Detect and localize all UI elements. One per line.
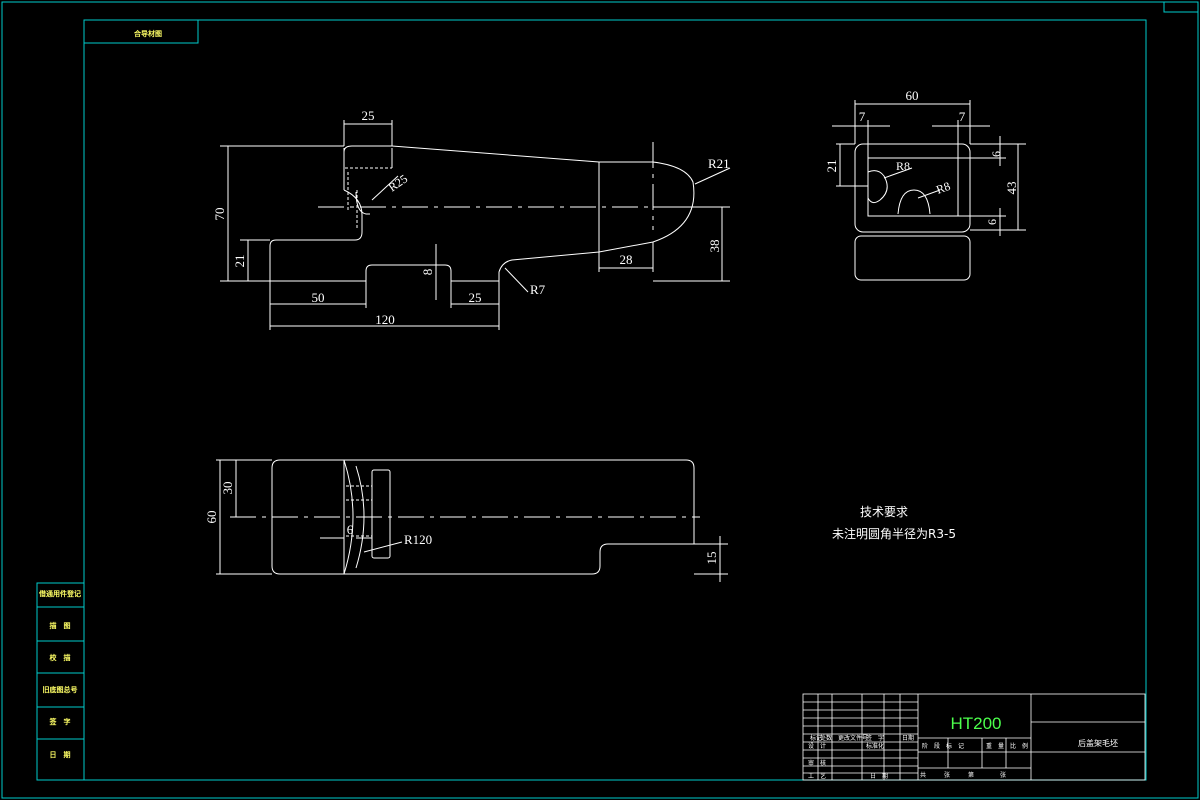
corner-tag-text: 合导材图 xyxy=(133,29,162,38)
left-strip-row-3: 校 描 xyxy=(50,653,71,662)
inner-border xyxy=(83,19,1147,781)
dim-side-inset-left: 7 xyxy=(859,109,866,124)
dim-side-height-21: 21 xyxy=(824,160,839,173)
dim-top-width-60: 60 xyxy=(204,511,219,524)
tb-sheet-total: 共 xyxy=(920,771,926,779)
dim-top-half-30: 30 xyxy=(220,482,235,495)
dim-height-step: 21 xyxy=(232,255,247,268)
left-strip-row-2: 描 图 xyxy=(50,621,71,630)
corner-tag: 合导材图 xyxy=(83,19,199,44)
front-view xyxy=(220,120,731,330)
dim-len-50: 50 xyxy=(312,290,325,305)
top-view-dims: 60 30 6 R120 15 xyxy=(204,482,719,565)
left-strip xyxy=(36,582,85,781)
left-strip-row-5: 签 字 xyxy=(49,717,71,726)
tb-weight: 重 量 xyxy=(986,742,1004,750)
tb-row-standard: 标准化 xyxy=(866,742,884,750)
front-view-outline xyxy=(269,145,695,282)
dim-len-120: 120 xyxy=(375,312,395,327)
tb-scale: 比 例 xyxy=(1010,742,1028,750)
tb-row-design: 设 计 xyxy=(808,742,826,750)
dim-radius-fillet: R7 xyxy=(530,282,546,297)
tb-header-4: 签 字 xyxy=(866,734,884,742)
tb-sheet-unit-2: 张 xyxy=(1000,771,1006,779)
tb-row-check: 审 核 xyxy=(808,759,826,767)
tb-row-process: 工 艺 xyxy=(808,772,826,780)
dim-side-height-43: 43 xyxy=(1004,182,1019,195)
tb-header-3: 更改文件号 xyxy=(838,734,868,742)
tb-stage: 阶 段 标 记 xyxy=(922,742,964,750)
dim-side-r8-bottom: R8 xyxy=(934,179,952,197)
dim-top-notch-15: 15 xyxy=(704,552,719,565)
tech-requirements-line: 未注明圆角半径为R3-5 xyxy=(832,526,956,541)
left-strip-row-6: 日 期 xyxy=(50,750,71,759)
side-view-dims: 60 7 7 21 R8 R8 6 43 6 xyxy=(824,88,1019,225)
tb-row-date: 日 期 xyxy=(870,772,888,780)
left-strip-row-4: 旧底图总号 xyxy=(43,685,78,694)
dim-height-total: 70 xyxy=(212,208,227,221)
dim-nose-len: 28 xyxy=(620,252,633,267)
dim-nose-height: 38 xyxy=(707,240,722,253)
dim-radius-nose: R21 xyxy=(708,156,730,171)
dim-top-radius-r120: R120 xyxy=(404,532,432,547)
dim-len-25: 25 xyxy=(469,290,482,305)
front-view-dims: 25 R25 R21 70 21 8 38 28 R7 50 25 120 xyxy=(212,108,730,327)
dim-radius-big: R25 xyxy=(386,172,410,195)
tb-sheet-unit-1: 张 xyxy=(944,771,950,779)
dim-slot-depth: 8 xyxy=(420,269,435,276)
dim-side-top-6: 6 xyxy=(989,151,1003,157)
tb-header-1: 标记 xyxy=(810,734,822,742)
title-block xyxy=(802,693,1146,781)
top-right-tick xyxy=(1163,1,1199,13)
tb-sheet-no: 第 xyxy=(968,771,974,779)
dim-side-inset-right: 7 xyxy=(959,109,966,124)
tech-requirements-title: 技术要求 xyxy=(860,505,908,519)
tb-header-5: 日期 xyxy=(902,734,914,742)
title-material: HT200 xyxy=(950,714,1001,733)
tb-header-2: 处数 xyxy=(820,734,832,742)
title-part-name: 后盖架毛坯 xyxy=(1078,738,1118,748)
top-view xyxy=(216,459,728,582)
left-strip-row-1: 借通用件登记 xyxy=(38,589,81,598)
dim-side-width: 60 xyxy=(906,88,919,103)
dim-top-width: 25 xyxy=(362,108,375,123)
dim-side-r8-top: R8 xyxy=(896,159,910,173)
dim-top-offset-6: 6 xyxy=(347,522,354,537)
dim-side-bottom-6: 6 xyxy=(985,219,999,225)
side-view xyxy=(832,100,1026,281)
